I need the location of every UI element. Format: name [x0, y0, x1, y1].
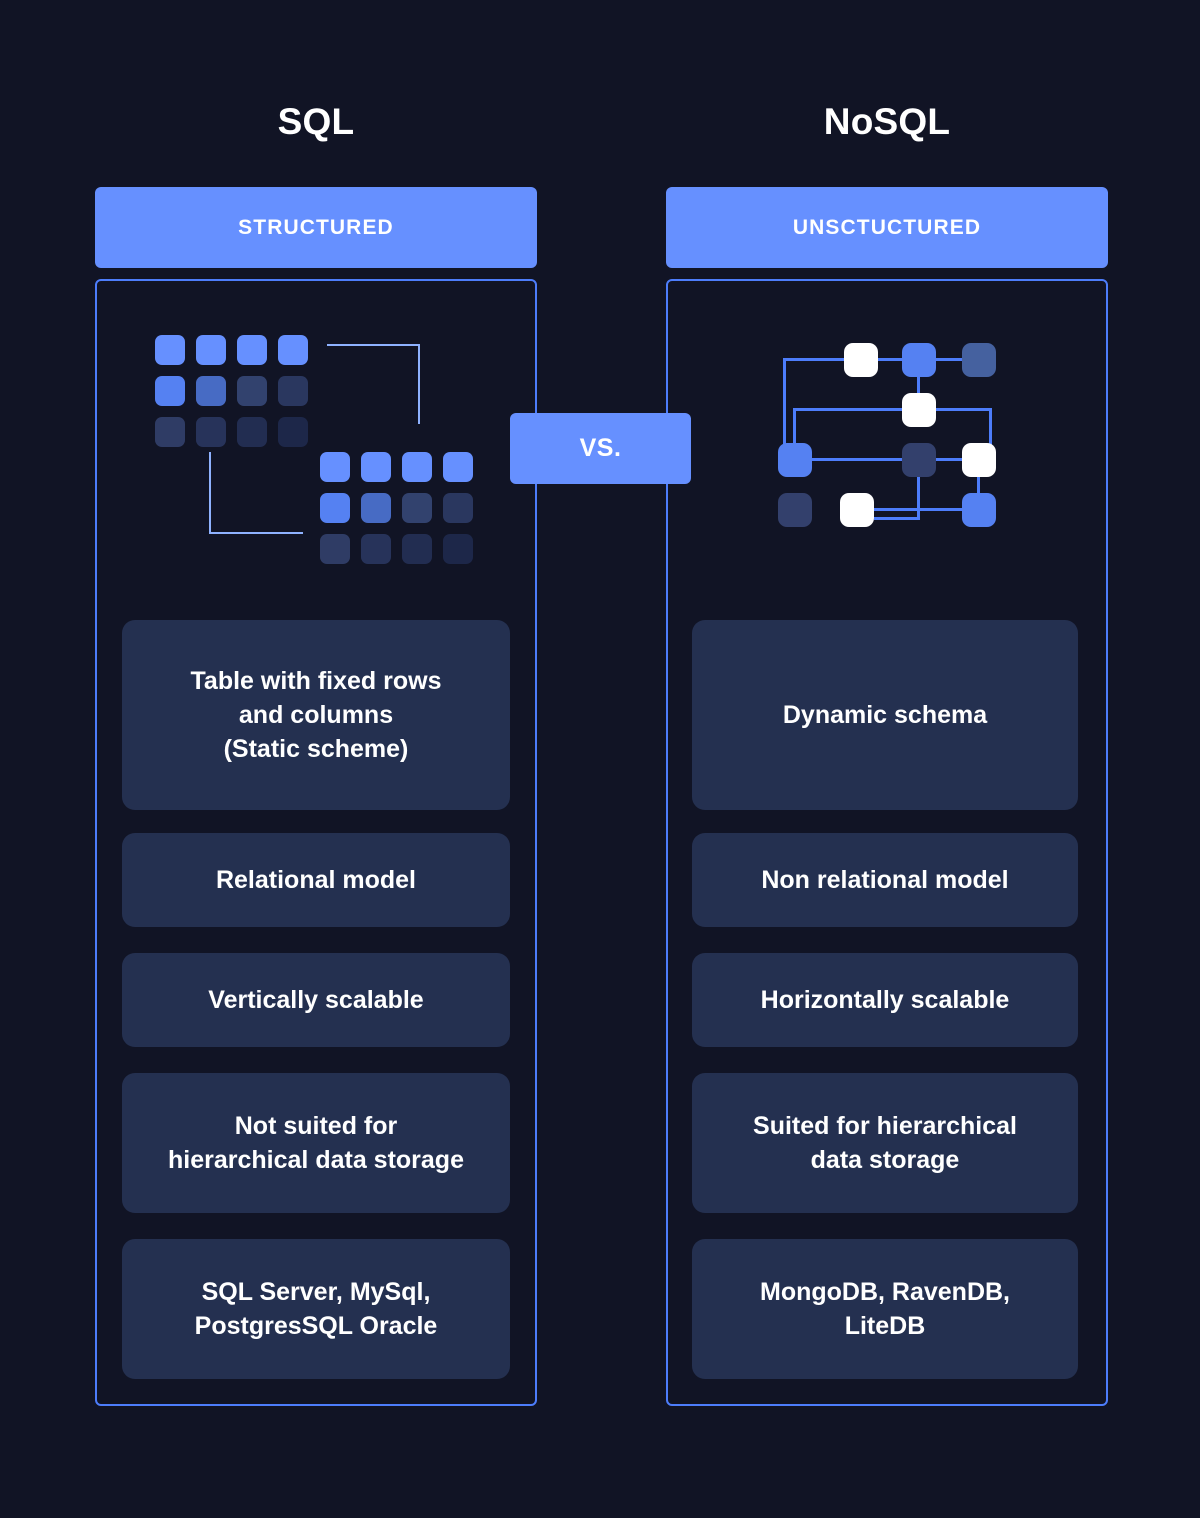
card-label: Relational model — [215, 866, 417, 894]
graph-node — [778, 493, 812, 527]
graph-node — [962, 493, 996, 527]
graph-wire — [917, 375, 920, 397]
graph-wire — [917, 475, 920, 520]
grid-cell — [443, 452, 473, 482]
feature-card-sql-3: Vertically scalable — [122, 953, 510, 1047]
graph-wire — [793, 408, 796, 448]
grid-cell — [278, 335, 308, 365]
grid-cell — [320, 534, 350, 564]
grid-cell — [196, 376, 226, 406]
graph-wire — [874, 517, 920, 520]
feature-card-nosql-1: Dynamic schema — [692, 620, 1078, 810]
grid-cell — [155, 376, 185, 406]
card-label: Horizontally scalable — [760, 986, 1010, 1014]
graph-wire — [783, 358, 846, 361]
sql-table-grid-illustration — [140, 320, 500, 590]
grid-cell — [278, 417, 308, 447]
card-label: Dynamic schema — [782, 701, 988, 729]
graph-wire — [934, 458, 964, 461]
grid-cell — [278, 376, 308, 406]
column-title-nosql: NoSQL — [823, 101, 951, 142]
grid-cell — [361, 493, 391, 523]
graph-wire — [793, 408, 908, 411]
feature-card-nosql-5: MongoDB, RavenDB,LiteDB — [692, 1239, 1078, 1379]
graph-wire — [977, 475, 980, 495]
grid-cell — [443, 534, 473, 564]
card-label: MongoDB, RavenDB,LiteDB — [760, 1278, 1010, 1340]
grid-connector-bottom-icon — [209, 452, 303, 534]
header-band-sql: STRUCTURED — [95, 187, 537, 268]
grid-cell — [237, 417, 267, 447]
grid-cell — [402, 493, 432, 523]
graph-wire — [810, 458, 904, 461]
grid-cell — [402, 534, 432, 564]
graph-wire — [878, 358, 904, 361]
grid-cell — [155, 335, 185, 365]
grid-cell — [402, 452, 432, 482]
graph-node — [962, 343, 996, 377]
card-label: Vertically scalable — [208, 986, 424, 1014]
header-band-nosql: UNSCTUCTURED — [666, 187, 1108, 268]
grid-cell — [320, 452, 350, 482]
grid-cell — [361, 534, 391, 564]
grid-connector-top-icon — [327, 344, 420, 424]
vs-badge: VS. — [510, 413, 691, 484]
grid-cell — [320, 493, 350, 523]
grid-cell — [237, 335, 267, 365]
graph-wire — [783, 358, 786, 448]
card-label: SQL Server, MySql,PostgresSQL Oracle — [194, 1278, 438, 1340]
nosql-node-graph-illustration — [770, 335, 1000, 530]
card-label: Non relational model — [761, 866, 1009, 894]
graph-node — [778, 443, 812, 477]
feature-card-sql-5: SQL Server, MySql,PostgresSQL Oracle — [122, 1239, 510, 1379]
graph-wire — [874, 508, 964, 511]
graph-wire — [934, 408, 992, 411]
feature-card-sql-2: Relational model — [122, 833, 510, 927]
graph-node — [902, 343, 936, 377]
grid-cell — [237, 376, 267, 406]
grid-cell — [155, 417, 185, 447]
grid-cell — [196, 335, 226, 365]
graph-node — [962, 443, 996, 477]
grid-cell — [196, 417, 226, 447]
graph-node — [844, 343, 878, 377]
graph-node — [840, 493, 874, 527]
graph-wire — [936, 358, 964, 361]
feature-card-nosql-3: Horizontally scalable — [692, 953, 1078, 1047]
panel-sql — [95, 279, 537, 1406]
column-title-sql: SQL — [277, 101, 355, 142]
grid-cell — [361, 452, 391, 482]
graph-wire — [989, 408, 992, 450]
feature-card-nosql-2: Non relational model — [692, 833, 1078, 927]
graph-node — [902, 393, 936, 427]
grid-cell — [443, 493, 473, 523]
panel-nosql — [666, 279, 1108, 1406]
graph-node — [902, 443, 936, 477]
